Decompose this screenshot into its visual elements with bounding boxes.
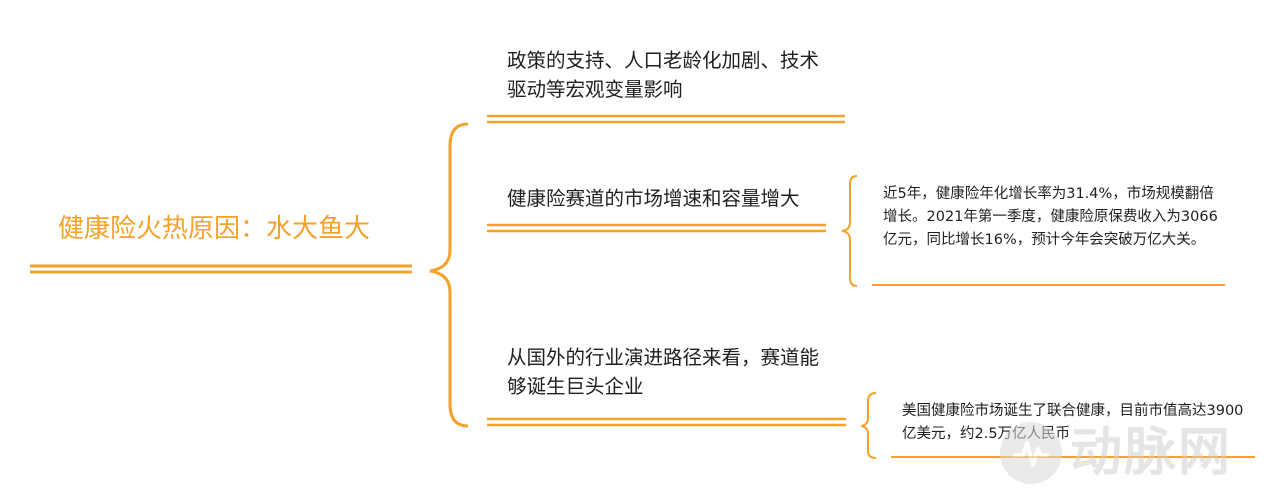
pulse-logo-icon [1000, 422, 1062, 484]
watermark-text: 动脉网 [1070, 423, 1233, 483]
branch-node-policy[interactable]: 政策的支持、人口老龄化加剧、技术驱动等宏观变量影响 [507, 49, 820, 101]
leaf1-brace [841, 175, 858, 287]
leaf-node-growth-detail[interactable]: 近5年，健康险年化增长率为31.4%，市场规模翻倍增长。2021年第一季度，健康… [883, 186, 1218, 248]
leaf2-brace [860, 392, 877, 459]
branch-node-market-growth[interactable]: 健康险赛道的市场增速和容量增大 [507, 187, 800, 210]
main-brace [429, 122, 469, 428]
watermark: 动脉网 [1000, 420, 1262, 486]
root-node-label[interactable]: 健康险火热原因：水大鱼大 [58, 214, 371, 244]
branch-node-giant-enterprise[interactable]: 从国外的行业演进路径来看，赛道能够诞生巨头企业 [507, 346, 820, 398]
